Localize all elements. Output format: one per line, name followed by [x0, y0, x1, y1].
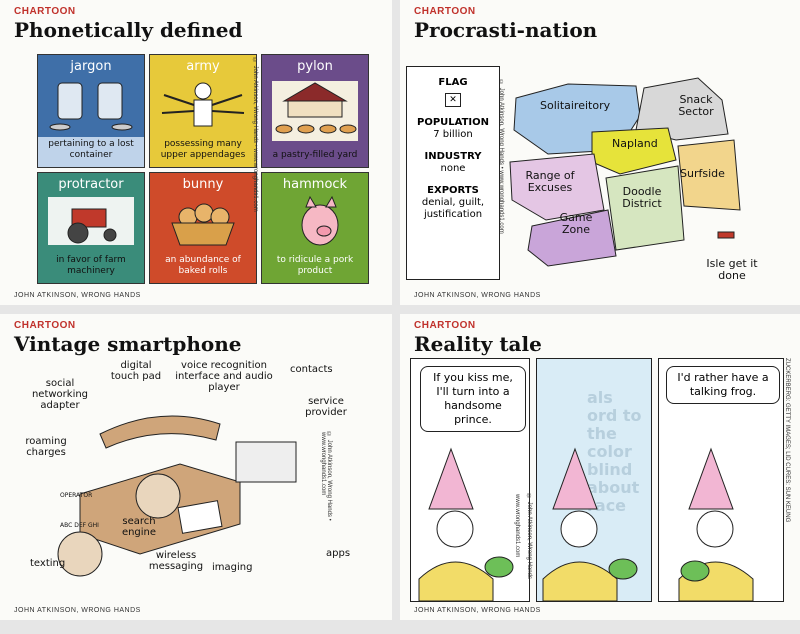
tile-word: protractor	[58, 177, 124, 192]
tractor-illustration	[48, 197, 134, 245]
region-surfside: Surfside	[680, 167, 725, 180]
dial-letters-text: ABC DEF GHI	[60, 522, 99, 529]
cartoon-card-reality-tale: CHARTOON Reality tale JOHN ATKINSON, WRO…	[400, 314, 800, 620]
copyright-note: © John Atkinson, Wrong Hands • www.wrong…	[498, 80, 504, 234]
label-imaging: imaging	[212, 562, 253, 573]
tile-hammock: hammock to ridicule a pork product	[261, 172, 369, 284]
tile-word: bunny	[182, 177, 224, 192]
tile-caption: possessing many upper appendages	[160, 139, 246, 160]
procrasti-nation-map	[509, 77, 741, 267]
comic-panel-2: als ord to the color blind about race	[536, 358, 652, 602]
tile-word: pylon	[297, 59, 333, 74]
house-with-pies-illustration	[272, 81, 358, 141]
population-label: POPULATION	[416, 117, 490, 128]
cartoon-title: Procrasti-nation	[414, 18, 598, 42]
credit-line: JOHN ATKINSON, WRONG HANDS	[414, 607, 541, 614]
jars-illustration	[49, 82, 133, 131]
region-doodle-district: Doodle District	[622, 185, 662, 210]
region-isle-get-it-done: Isle get it done	[706, 257, 758, 282]
tile-bunny: bunny an abundance of baked rolls	[149, 172, 257, 284]
kicker: CHARTOON	[14, 320, 76, 331]
label-service-provider: service provider	[305, 396, 347, 418]
copyright-note: © John Atkinson, Wrong Hands • www.wrong…	[252, 58, 258, 212]
kicker: CHARTOON	[14, 6, 76, 17]
tile-word: jargon	[70, 59, 112, 74]
kicker: CHARTOON	[414, 320, 476, 331]
tile-caption: to ridicule a pork product	[276, 255, 354, 276]
industry-value: none	[440, 163, 466, 174]
photo-credit: ZUCKERBERG: GETTY IMAGES; LID CURES: SUN…	[784, 358, 790, 523]
cartoon-card-phonetically-defined: CHARTOON Phonetically defined jargon per…	[0, 0, 392, 305]
label-voice-recognition: voice recognition interface and audio pl…	[175, 360, 273, 393]
region-game-zone: Game Zone	[559, 211, 593, 236]
cartoon-card-vintage-smartphone: CHARTOON Vintage smartphone JOHN ATKINSO…	[0, 314, 392, 620]
princess-with-frog	[678, 447, 754, 601]
dial-operator-text: OPERATOR	[60, 492, 93, 499]
label-contacts: contacts	[290, 364, 333, 375]
tile-caption: an abundance of baked rolls	[165, 255, 241, 276]
population-value: 7 billion	[433, 129, 473, 140]
many-arms-man-illustration	[161, 82, 245, 127]
speech-bubble-frog: If you kiss me, I'll turn into a handsom…	[420, 366, 526, 432]
label-wireless-messaging: wireless messaging	[148, 550, 204, 572]
tile-pylon: pylon a pastry-filled yard	[261, 54, 369, 168]
tile-word: army	[186, 59, 220, 74]
pig-illustration	[301, 195, 339, 246]
tile-caption: a pastry-filled yard	[272, 150, 358, 160]
kicker: CHARTOON	[414, 6, 476, 17]
copyright-note: © John Atkinson, Wrong Hands • www.wrong…	[320, 432, 332, 521]
label-digital-touch-pad: digital touch pad	[110, 360, 162, 382]
credit-line: JOHN ATKINSON, WRONG HANDS	[14, 292, 141, 299]
princess-with-frog	[542, 447, 638, 601]
exports-value: denial, guilt, justification	[421, 197, 485, 220]
flag-icon: ✕	[445, 93, 461, 107]
copyright-note: © John Atkinson, Wrong Hands	[526, 494, 532, 579]
flag-label: FLAG	[438, 77, 468, 88]
country-facts-panel: FLAG ✕ POPULATION 7 billion INDUSTRY non…	[406, 66, 500, 280]
region-range-of-excuses: Range of Excuses	[525, 169, 575, 194]
website-note: www.wronghands1.com	[514, 494, 520, 558]
label-roaming-charges: roaming charges	[25, 436, 67, 458]
label-search-engine: search engine	[121, 516, 157, 538]
credit-line: JOHN ATKINSON, WRONG HANDS	[414, 292, 541, 299]
bleed-through-text: als ord to the color blind about race	[587, 388, 642, 515]
label-texting: texting	[30, 558, 66, 569]
basket-of-rolls-illustration	[171, 203, 235, 246]
cartoon-title: Reality tale	[414, 332, 542, 356]
credit-line: JOHN ATKINSON, WRONG HANDS	[14, 607, 141, 614]
exports-label: EXPORTS	[427, 185, 479, 196]
tile-caption: in favor of farm machinery	[56, 255, 126, 276]
speech-bubble-princess: I'd rather have a talking frog.	[666, 366, 780, 404]
region-solitaireitory: Solitaireitory	[540, 99, 611, 112]
tile-jargon: jargon pertaining to a lost container	[37, 54, 145, 168]
rotary-phone-illustration	[57, 415, 297, 577]
label-apps: apps	[326, 548, 351, 559]
tile-caption: pertaining to a lost container	[38, 137, 144, 167]
label-social-networking-adapter: social networking adapter	[31, 378, 89, 411]
cartoon-title: Phonetically defined	[14, 18, 243, 42]
industry-label: INDUSTRY	[424, 151, 482, 162]
cartoon-title: Vintage smartphone	[14, 332, 242, 356]
region-napland: Napland	[612, 137, 658, 150]
princess-with-frog	[418, 447, 514, 601]
tile-army: army possessing many upper appendages	[149, 54, 257, 168]
region-snack-sector: Snack Sector	[678, 93, 714, 118]
tile-protractor: protractor in favor of farm machinery	[37, 172, 145, 284]
tile-word: hammock	[282, 177, 348, 192]
